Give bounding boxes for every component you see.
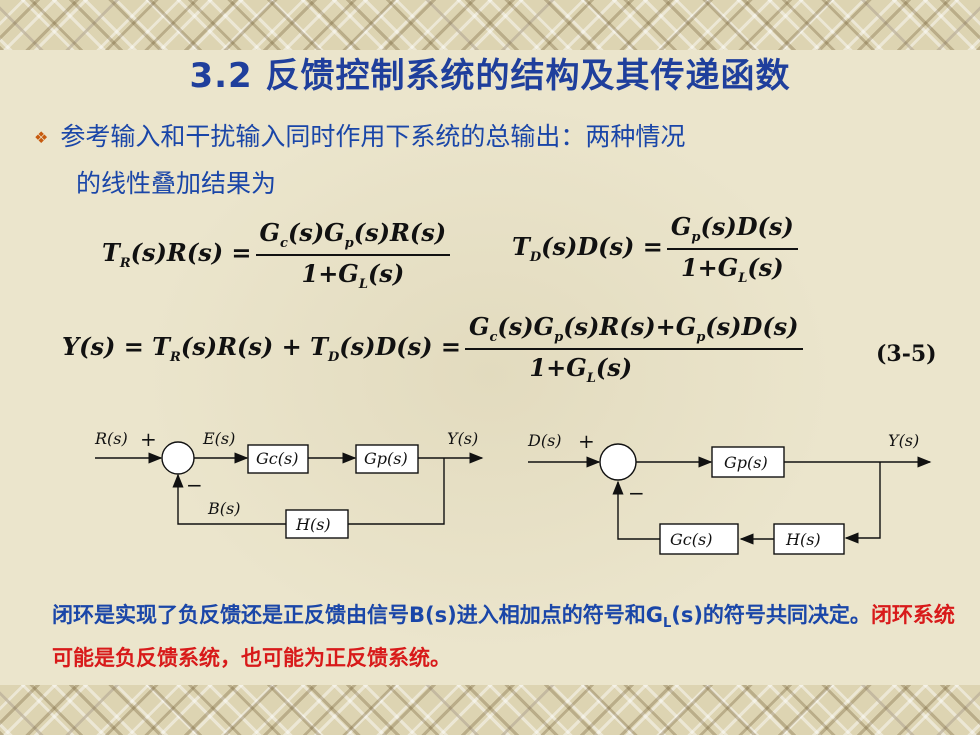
equation-td: TD(s)D(s) = Gp(s)D(s)1+GL(s)	[512, 212, 802, 286]
right-output-label: Y(s)	[888, 431, 919, 450]
left-feedback-block: H(s)	[295, 515, 331, 534]
left-output-label: Y(s)	[447, 429, 478, 448]
equation-number: (3-5)	[876, 341, 937, 367]
note-subscript: L	[662, 616, 672, 632]
right-plus-sign: +	[578, 429, 595, 453]
decorative-border-top	[0, 0, 980, 50]
right-minus-sign: −	[628, 481, 645, 505]
left-input-label: R(s)	[94, 429, 128, 448]
note-text-2: (s)的符号共同决定。	[671, 603, 871, 627]
left-feedback-signal-label: B(s)	[207, 499, 240, 518]
decorative-border-bottom	[0, 685, 980, 735]
bullet-line-1: 参考输入和干扰输入同时作用下系统的总输出：两种情况	[60, 122, 686, 151]
left-minus-sign: −	[186, 473, 203, 497]
left-plant-block: Gp(s)	[364, 449, 408, 468]
note-text-1: 闭环是实现了负反馈还是正反馈由信号B(s)进入相加点的符号和G	[52, 603, 663, 627]
conclusion-note: 闭环是实现了负反馈还是正反馈由信号B(s)进入相加点的符号和GL(s)的符号共同…	[52, 598, 967, 675]
left-block-diagram	[95, 441, 484, 539]
slide-title: 3.2 反馈控制系统的结构及其传递函数	[189, 56, 791, 96]
background-watermark	[140, 95, 840, 655]
right-feedback-block: H(s)	[785, 530, 821, 549]
bullet-line-2: 的线性叠加结果为	[76, 169, 277, 198]
equation-tr: TR(s)R(s) = Gc(s)Gp(s)R(s)1+GL(s)	[102, 218, 454, 292]
right-controller-block: Gc(s)	[670, 530, 712, 549]
note-highlight: 闭环系统可能是负反馈系统，也可能为正反馈系统。	[52, 603, 955, 671]
right-input-label: D(s)	[527, 431, 562, 450]
left-controller-block: Gc(s)	[256, 449, 298, 468]
left-error-label: E(s)	[202, 429, 235, 448]
block-diagrams: R(s) + − E(s) Gc(s) Gp(s) Y(s) B(s) H(s)…	[94, 427, 932, 555]
equation-total-output: Y(s) = TR(s)R(s) + TD(s)D(s) = Gc(s)Gp(s…	[62, 312, 807, 386]
right-block-diagram	[528, 443, 932, 555]
right-plant-block: Gp(s)	[724, 453, 768, 472]
left-plus-sign: +	[140, 427, 157, 451]
diamond-bullet-icon: ❖	[34, 128, 49, 147]
bullet-paragraph: ❖ 参考输入和干扰输入同时作用下系统的总输出：两种情况 的线性叠加结果为	[34, 114, 914, 207]
